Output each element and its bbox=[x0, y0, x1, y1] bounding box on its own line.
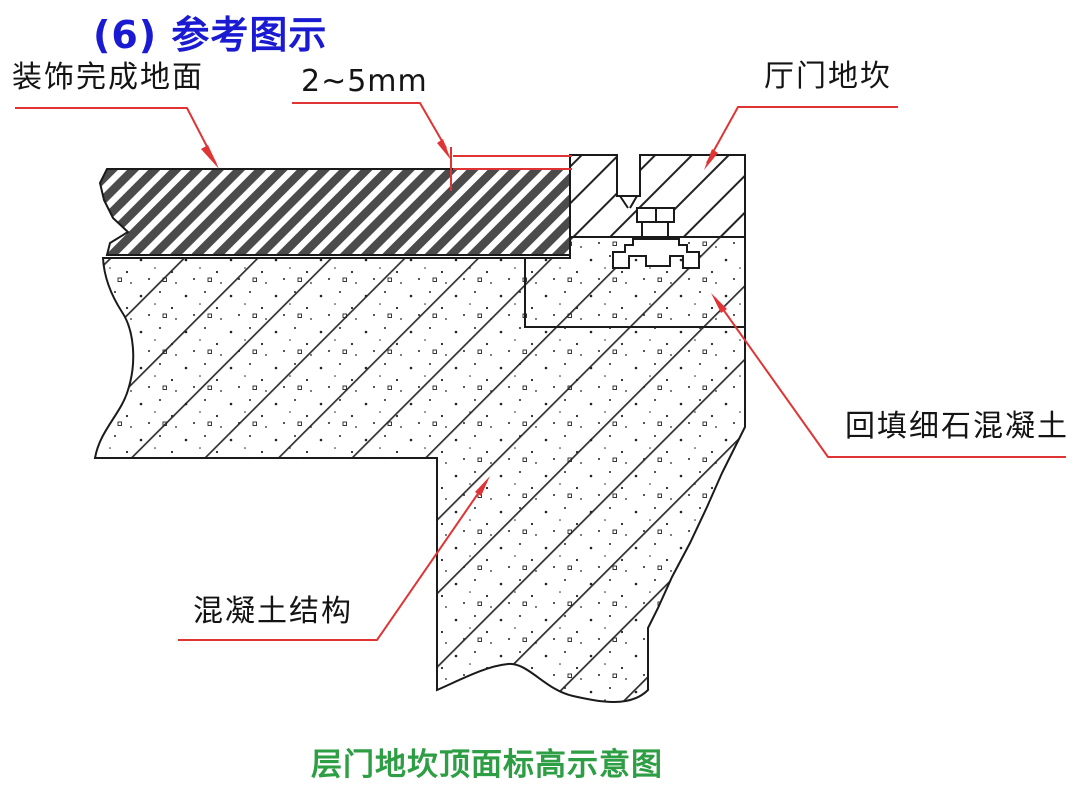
drawing-caption: 层门地坎顶面标高示意图 bbox=[311, 747, 663, 783]
anchor-clamp bbox=[612, 238, 700, 269]
bolt-nut bbox=[641, 221, 669, 238]
leader-finished-floor bbox=[15, 107, 219, 169]
page-title: (6) 参考图示 bbox=[93, 13, 328, 57]
leader-hall-door-sill bbox=[704, 106, 898, 170]
groove-taper-lines bbox=[619, 195, 638, 209]
label-concrete-structure: 混凝土结构 bbox=[193, 594, 353, 629]
label-backfill-concrete: 回填细石混凝土 bbox=[845, 409, 1069, 444]
leader-concrete-structure bbox=[178, 476, 490, 641]
finished-floor-section bbox=[98, 168, 571, 256]
arrowhead-icon bbox=[201, 145, 219, 169]
label-hall-door-sill: 厅门地坎 bbox=[764, 59, 892, 94]
arrowhead-icon bbox=[437, 139, 451, 160]
leader-gap-dimension bbox=[292, 102, 572, 191]
anchor-bolt bbox=[612, 207, 700, 269]
leader-backfill-concrete bbox=[711, 293, 1066, 458]
label-finished-floor: 装饰完成地面 bbox=[12, 60, 204, 95]
arrowhead-icon bbox=[704, 149, 718, 170]
arrowhead-icon bbox=[475, 476, 490, 496]
label-gap-dimension: 2~5mm bbox=[301, 64, 428, 99]
arrowhead-icon bbox=[711, 293, 727, 313]
structure-section bbox=[93, 257, 746, 703]
